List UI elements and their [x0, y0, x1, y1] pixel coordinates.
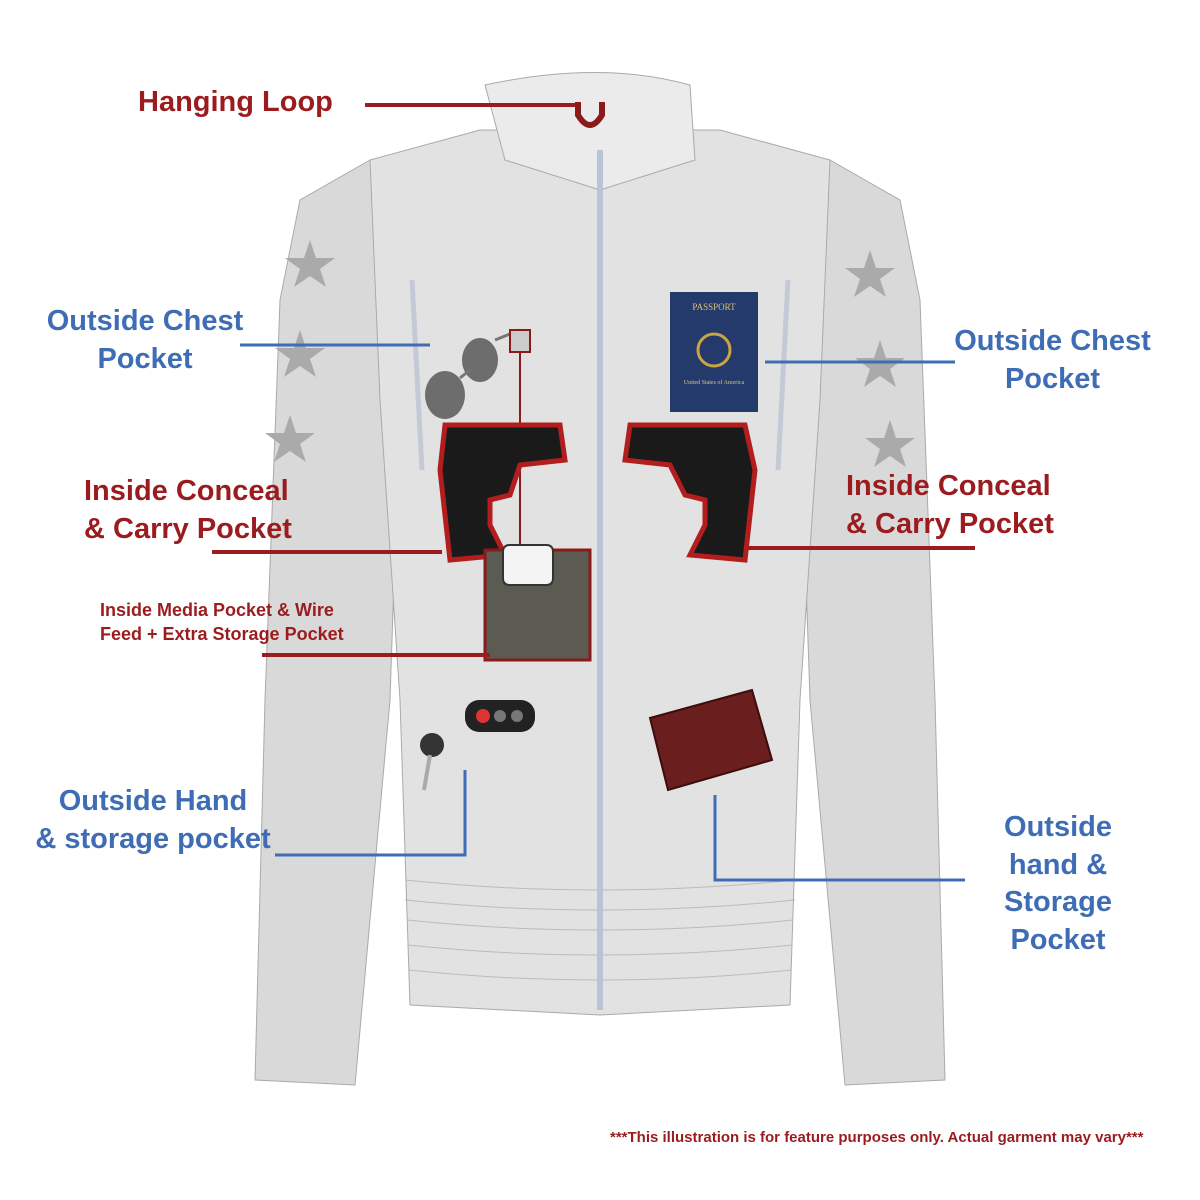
label-conceal-carry-right: Inside Conceal & Carry Pocket	[846, 468, 1054, 543]
label-outside-hand-left: Outside Hand & storage pocket	[18, 783, 288, 858]
passport-title: PASSPORT	[692, 302, 736, 312]
leader-lines	[212, 103, 975, 882]
label-line: Inside Conceal	[84, 475, 289, 507]
label-line: & Carry Pocket	[846, 507, 1054, 540]
wallet-icon	[648, 688, 774, 792]
label-outside-hand-right: Outside hand & Storage Pocket	[978, 809, 1138, 960]
media-pocket-icon	[483, 544, 592, 662]
label-line: & Carry Pocket	[84, 512, 292, 545]
label-line: hand &	[1008, 848, 1108, 881]
label-line: Outside Chest	[954, 325, 1151, 357]
disclaimer: ***This illustration is for feature purp…	[610, 1129, 1144, 1146]
sunglasses-icon	[425, 328, 521, 419]
label-line: Outside Chest	[46, 305, 244, 337]
leader-hand-right	[713, 795, 965, 882]
label-conceal-carry-left: Inside Conceal & Carry Pocket	[84, 473, 292, 548]
passport-subtitle: United States of America	[684, 379, 745, 386]
label-outside-chest-pocket-right: Outside Chest Pocket	[940, 323, 1165, 398]
label-line: Pocket	[97, 342, 193, 375]
car-keys-icon	[420, 700, 535, 791]
handgun-left-icon	[437, 422, 568, 563]
label-hanging-loop: Hanging Loop	[138, 86, 333, 118]
wire-feed-clip-icon	[509, 329, 531, 353]
label-line: Outside Hand	[58, 785, 248, 817]
handgun-right-icon	[622, 422, 758, 563]
phone-icon	[502, 544, 554, 586]
jacket-collar	[484, 72, 696, 191]
hanging-loop-icon	[575, 102, 605, 128]
label-line: Storage	[1004, 886, 1112, 919]
leader-hand-left	[275, 770, 467, 857]
label-line: Pocket	[1010, 924, 1106, 957]
label-line: & storage pocket	[35, 822, 271, 855]
label-media-pocket: Inside Media Pocket & Wire Feed + Extra …	[100, 598, 344, 647]
label-line: Outside	[1004, 811, 1112, 843]
label-line: Pocket	[1004, 362, 1101, 395]
chest-zipper-left	[409, 279, 425, 471]
passport-icon: PASSPORT United States of America	[670, 292, 758, 412]
label-line: Feed + Extra Storage Pocket	[100, 624, 344, 645]
label-line: Inside Media Pocket & Wire	[100, 600, 334, 620]
label-line: Inside Conceal	[846, 470, 1051, 502]
chest-zipper-right	[775, 279, 791, 471]
label-outside-chest-pocket-left: Outside Chest Pocket	[30, 303, 260, 378]
